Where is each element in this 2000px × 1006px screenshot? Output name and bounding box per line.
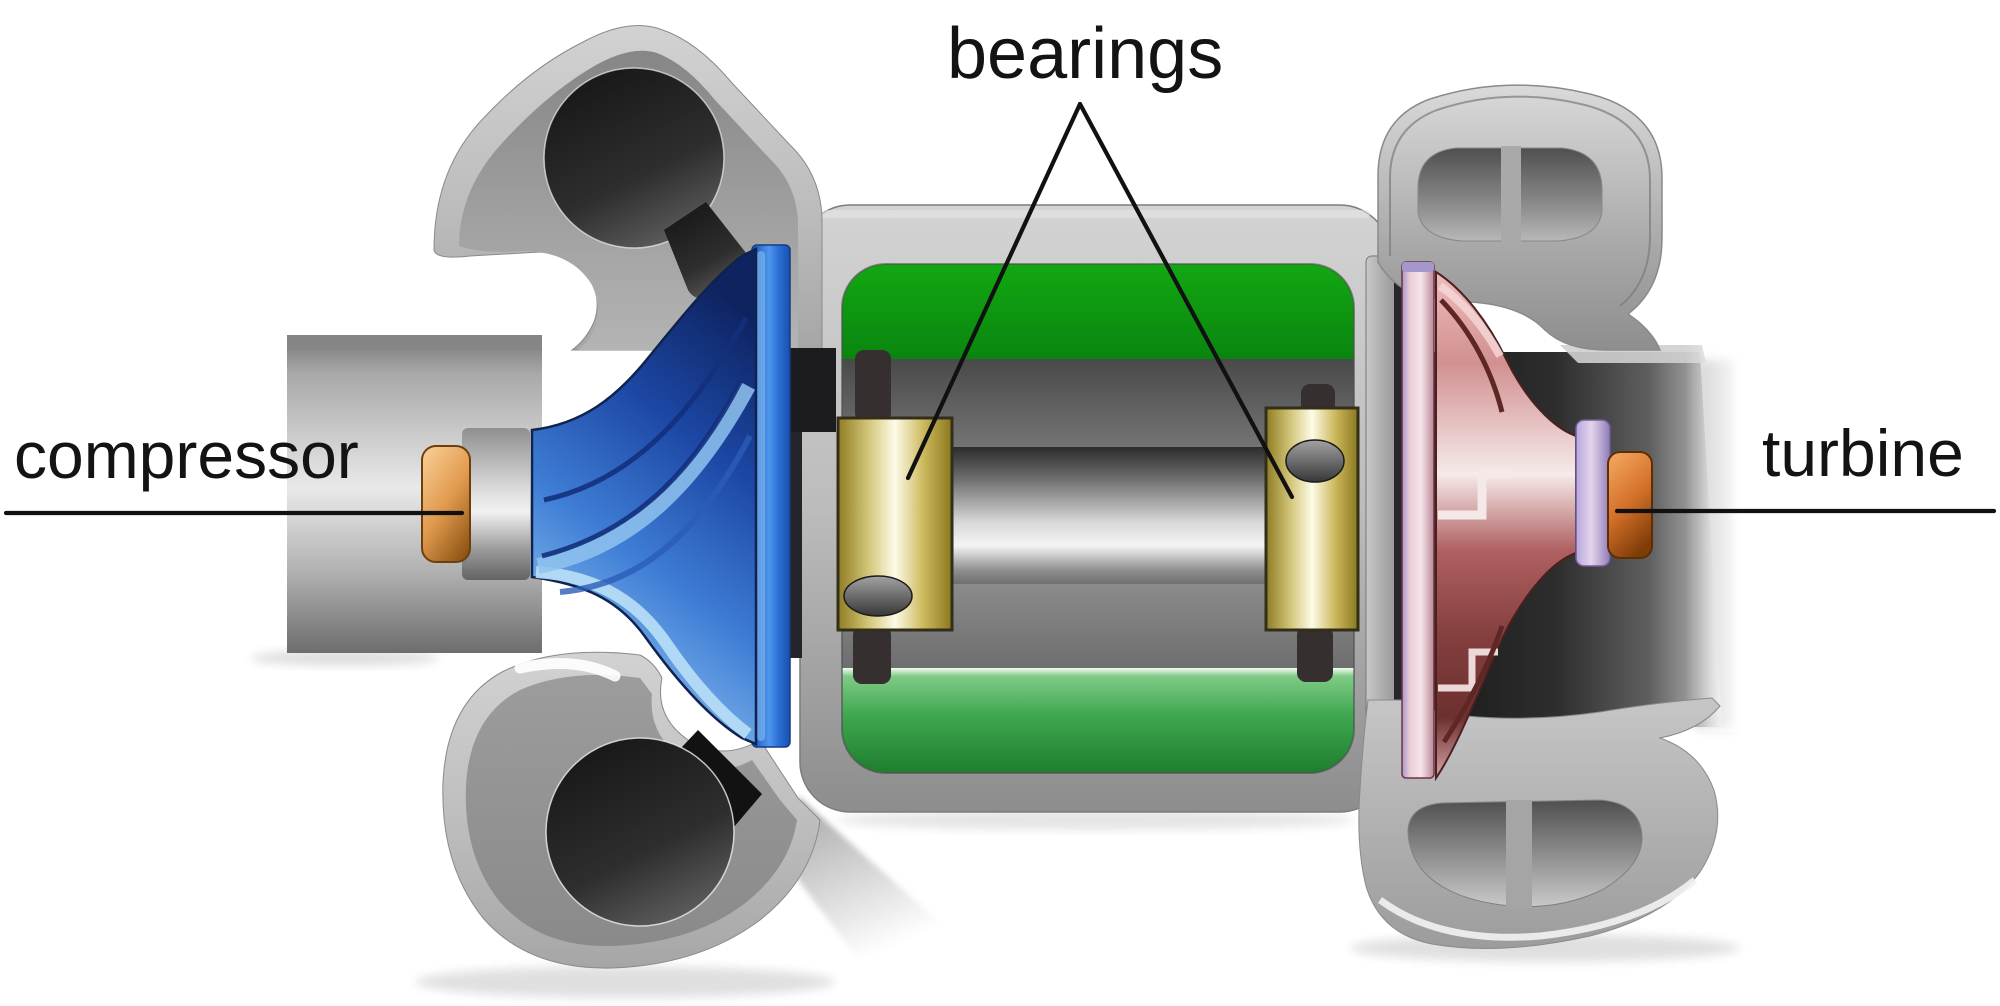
turbine-blade-glint — [1437, 282, 1504, 358]
turbine-inlet-divider-bottom — [1506, 800, 1532, 908]
bearing-pin-bottom-left — [853, 626, 891, 684]
label-bearings: bearings — [947, 14, 1223, 94]
compressor-inlet-pipe — [287, 335, 542, 653]
compressor-blade-edge-light — [535, 566, 752, 739]
compressor-volute-shadow — [415, 966, 835, 998]
compressor-blade-line-2 — [543, 316, 749, 503]
turbine-backplate-purple-cap — [1402, 262, 1434, 272]
bearing-pin-top-left — [855, 350, 891, 422]
bearing-housing-shadow — [835, 810, 1355, 830]
turbine-seal-disc — [1575, 419, 1611, 567]
shaft-passage-dark-left — [788, 348, 836, 432]
turbine-volute-bottom-highlight — [1377, 877, 1698, 941]
turbine-blade-line-1 — [1439, 298, 1505, 413]
compressor-volute-port — [543, 67, 725, 249]
oil-seal-green-top — [842, 264, 1354, 359]
compressor-blade-line-1 — [541, 360, 753, 559]
compressor-blade-streak — [536, 382, 756, 574]
housing-corner-wedge-shadow — [798, 796, 948, 962]
bearing-oil-hole-left — [843, 575, 913, 617]
label-compressor: compressor — [14, 418, 359, 492]
turbine-dome-inner-line — [1389, 95, 1651, 307]
bearings-leader-line-left — [905, 101, 1083, 481]
shaft-gap-dark-left — [788, 432, 802, 658]
inlet-pipe-shadow — [250, 650, 440, 666]
exhaust-right-fade — [1685, 340, 1747, 732]
inlet-pipe-top-edge — [287, 335, 542, 350]
turbine-blade-line-2 — [1441, 625, 1505, 744]
turbine-inlet-divider-top — [1501, 146, 1521, 243]
bearing-housing-top-highlight — [820, 210, 1370, 218]
turbine-blade-step-2 — [1438, 648, 1498, 692]
turbine-blade-step-1 — [1438, 469, 1512, 520]
compressor-rotor — [421, 244, 836, 748]
turbine-backplate — [1401, 261, 1435, 779]
volute-tongue-slot — [491, 258, 594, 323]
volute-tongue-slot-bottom — [514, 658, 621, 682]
label-turbine: turbine — [1762, 416, 1964, 490]
leader-lines — [3, 101, 1997, 516]
compressor-blade-line-3 — [559, 434, 753, 595]
bearings-leader-line-right — [1077, 101, 1295, 500]
compressor-volute-port-bottom — [545, 737, 735, 927]
bearing-housing — [799, 204, 1391, 813]
compressor-wheel — [530, 246, 758, 746]
oil-seal-green-bottom — [842, 668, 1354, 773]
bearing-oil-hole-right — [1285, 439, 1345, 483]
bearing-pin-bottom-right — [1297, 626, 1333, 682]
compressor-nose-nut — [421, 445, 471, 563]
compressor-backplate-highlight — [757, 251, 765, 741]
turbine-assembly — [1358, 84, 1747, 949]
turbine-nose-nut — [1607, 451, 1653, 559]
shaft-collar — [462, 428, 530, 580]
compressor-housing-bottom — [442, 651, 821, 969]
